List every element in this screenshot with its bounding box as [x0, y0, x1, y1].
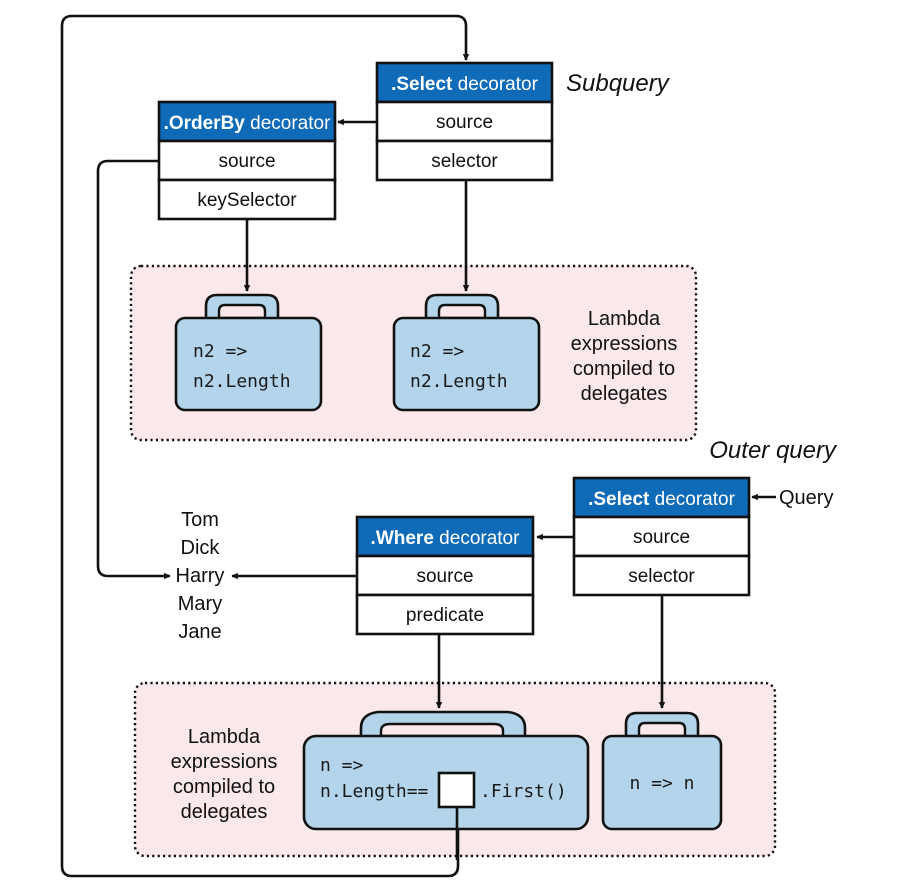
delegate-code-line: n => n	[629, 773, 694, 794]
name-item: Dick	[181, 537, 221, 559]
orderby-header: .OrderBy decorator	[164, 113, 332, 134]
where-predicate-field: predicate	[406, 605, 484, 626]
delegate-code-line: n2.Length	[410, 371, 508, 392]
top-region-caption: Lambda expressions compiled to delegates	[571, 308, 678, 405]
where-decorator: .Where decorator source predicate	[355, 515, 535, 636]
sub-selector-delegate: n2 => n2.Length	[392, 293, 541, 412]
outer-select-source-field: source	[633, 527, 690, 548]
caption-line: delegates	[181, 801, 268, 823]
caption-line: expressions	[171, 751, 278, 773]
orderby-key-delegate: n2 => n2.Length	[174, 293, 323, 412]
delegate-code-line: n.Length==	[320, 781, 429, 802]
sub-select-decorator: .Select decorator source selector	[375, 61, 554, 182]
sub-select-source-field: source	[436, 112, 493, 133]
delegate-code-line: n2 =>	[410, 341, 464, 362]
outer-select-decorator: .Select decorator source selector	[572, 476, 751, 597]
bottom-region-caption: Lambda expressions compiled to delegates	[171, 726, 278, 823]
name-item: Jane	[178, 621, 221, 643]
name-item: Harry	[176, 565, 225, 587]
where-source-field: source	[416, 566, 473, 587]
orderby-source-field: source	[218, 151, 275, 172]
sub-select-selector-field: selector	[431, 151, 498, 172]
outer-select-selector-field: selector	[628, 566, 695, 587]
orderby-decorator: .OrderBy decorator source keySelector	[157, 100, 337, 221]
caption-line: compiled to	[573, 358, 675, 380]
delegate-code-line: n2 =>	[193, 341, 247, 362]
subquery-placeholder-box	[437, 771, 476, 809]
outer-select-header: .Select decorator	[588, 489, 735, 510]
where-header: .Where decorator	[371, 528, 521, 549]
subquery-label: Subquery	[566, 70, 671, 97]
orderby-keyselector-field: keySelector	[197, 190, 297, 211]
caption-line: Lambda	[188, 726, 261, 748]
delegate-code-line: n2.Length	[193, 371, 291, 392]
name-item: Tom	[181, 509, 219, 531]
caption-line: Lambda	[588, 308, 661, 330]
sub-select-header: .Select decorator	[391, 74, 538, 95]
caption-line: delegates	[581, 383, 668, 405]
names-list: Tom Dick Harry Mary Jane	[176, 509, 225, 643]
caption-line: compiled to	[173, 776, 275, 798]
delegate-code-line: n =>	[320, 755, 364, 776]
subquery-loop-connector	[60, 14, 470, 878]
caption-line: expressions	[571, 333, 678, 355]
orderby-source-connector	[96, 159, 171, 580]
query-label: Query	[779, 487, 833, 509]
outer-selector-delegate: n => n	[601, 711, 723, 831]
outer-query-label: Outer query	[709, 437, 838, 464]
name-item: Mary	[178, 593, 222, 615]
delegate-code-line: .First()	[480, 781, 567, 802]
